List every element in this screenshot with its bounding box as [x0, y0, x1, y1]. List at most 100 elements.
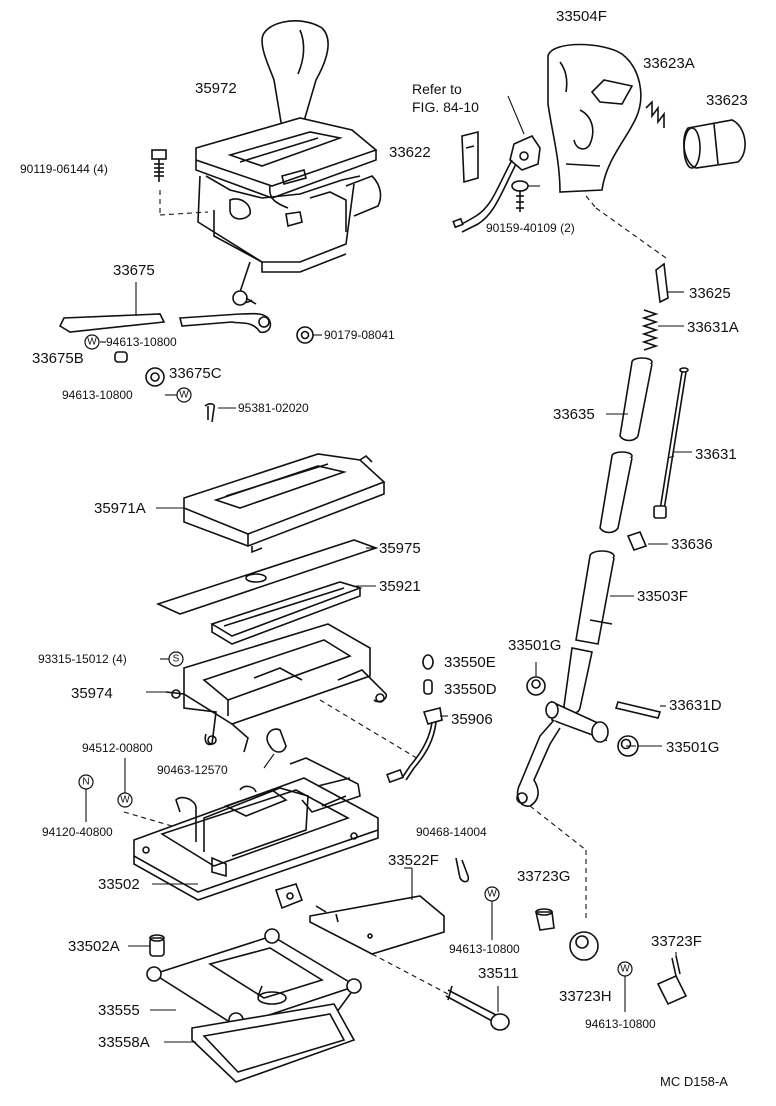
label-33623A: 33623A — [643, 55, 695, 72]
label-35974: 35974 — [71, 685, 113, 702]
pin-33625 — [655, 262, 669, 304]
nut-badge: N — [78, 774, 94, 790]
nut-90179-08041 — [296, 326, 314, 344]
label-90468-14004: 90468-14004 — [416, 825, 487, 839]
sleeve-segment — [599, 451, 633, 534]
label-90159-40109: 90159-40109 (2) — [486, 221, 575, 235]
label-33675: 33675 — [113, 262, 155, 279]
label-94613-10800-b: 94613-10800 — [62, 388, 133, 402]
washer-badge-4: W — [484, 886, 500, 902]
label-33522F: 33522F — [388, 852, 439, 869]
bulb-33550E — [422, 654, 434, 670]
label-35972: 35972 — [195, 80, 237, 97]
label-94512-00800: 94512-00800 — [82, 741, 153, 755]
washer-badge-2: W — [176, 387, 192, 403]
label-33501G-a: 33501G — [508, 637, 562, 654]
label-90463-12570: 90463-12570 — [157, 763, 228, 777]
label-33723H: 33723H — [559, 988, 612, 1005]
label-33675B: 33675B — [32, 350, 84, 367]
label-33622: 33622 — [389, 144, 431, 161]
switch-33622 — [461, 130, 479, 184]
bolt-90119-06144 — [151, 149, 167, 182]
svg-text:W: W — [620, 964, 630, 975]
washer-badge-5: W — [617, 961, 633, 977]
wire-35906 — [386, 707, 443, 784]
svg-text:W: W — [179, 390, 189, 401]
clip-90463-12570 — [266, 728, 287, 753]
spring-33623A — [645, 100, 665, 128]
label-33675C: 33675C — [169, 365, 222, 382]
figure-code: MC D158-A — [660, 1074, 728, 1089]
washer-badge-1: W — [84, 334, 100, 350]
label-33555: 33555 — [98, 1002, 140, 1019]
bolt-33723F — [656, 955, 688, 1006]
label-33723G: 33723G — [517, 868, 571, 885]
bolt-33511 — [445, 985, 510, 1031]
lever-tube-33503F — [575, 550, 615, 645]
plate-33522F — [309, 895, 445, 955]
label-94613-10800-d: 94613-10800 — [585, 1017, 656, 1031]
label-35975: 35975 — [379, 540, 421, 557]
pin-33631D — [614, 701, 662, 719]
label-90179-08041: 90179-08041 — [324, 328, 395, 342]
label-95381-02020: 95381-02020 — [238, 401, 309, 415]
label-33504F: 33504F — [556, 8, 607, 25]
label-33631A: 33631A — [687, 319, 739, 336]
socket-33550D — [423, 679, 433, 695]
label-33550D: 33550D — [444, 681, 497, 698]
push-button-33623 — [683, 119, 746, 169]
svg-text:W: W — [487, 889, 497, 900]
label-35906: 35906 — [451, 711, 493, 728]
svg-text:W: W — [120, 795, 130, 806]
label-33502A: 33502A — [68, 938, 120, 955]
overdrive-switch — [452, 134, 541, 233]
bushing-33501G-left — [526, 676, 546, 696]
label-90119-06144: 90119-06144 (4) — [20, 162, 108, 176]
bushing-33723H — [569, 931, 599, 961]
housing-35974 — [165, 623, 388, 753]
label-33558A: 33558A — [98, 1034, 150, 1051]
screw-90159-40109 — [511, 180, 529, 212]
shift-cable-33675 — [58, 312, 272, 334]
seal-33558A — [191, 1003, 356, 1083]
indicator-cover-35971A — [183, 453, 386, 554]
label-33511: 33511 — [478, 965, 519, 982]
svg-text:N: N — [82, 777, 89, 788]
label-93315-15012: 93315-15012 (4) — [38, 652, 127, 666]
washer-badge-3: W — [117, 792, 133, 808]
spacer-33502A — [149, 934, 165, 957]
collar-33723G — [535, 908, 555, 931]
label-33625: 33625 — [689, 285, 731, 302]
label-33723F: 33723F — [651, 933, 702, 950]
label-33631: 33631 — [695, 446, 737, 463]
shift-lever-lower — [516, 647, 609, 807]
label-33631D: 33631D — [669, 697, 722, 714]
label-35971A: 35971A — [94, 500, 146, 517]
bushing-33675B — [114, 351, 128, 363]
label-33503F: 33503F — [637, 588, 688, 605]
rod-33631 — [653, 367, 689, 519]
shift-knob-33504F — [547, 43, 642, 193]
clip-90468-14004 — [455, 857, 470, 883]
sleeve-33635 — [619, 357, 653, 442]
boot-33555 — [146, 928, 362, 1047]
label-94120-40800: 94120-40800 — [42, 825, 113, 839]
label-33635: 33635 — [553, 406, 595, 423]
label-33550E: 33550E — [444, 654, 496, 671]
shift-lever-assembly — [195, 20, 382, 306]
refer-line-1: Refer to — [412, 81, 462, 97]
label-33623: 33623 — [706, 92, 748, 109]
slide-plate-35921 — [210, 581, 363, 645]
refer-line-2: FIG. 84-10 — [412, 99, 479, 115]
spring-33631A — [641, 309, 659, 351]
screw-badge: S — [168, 651, 184, 667]
svg-text:S: S — [173, 654, 180, 665]
label-33636: 33636 — [671, 536, 713, 553]
label-33502: 33502 — [98, 876, 140, 893]
svg-text:W: W — [87, 337, 97, 348]
label-35921: 35921 — [379, 578, 421, 595]
screw-33636 — [626, 531, 648, 551]
bushing-33675C — [145, 367, 165, 387]
